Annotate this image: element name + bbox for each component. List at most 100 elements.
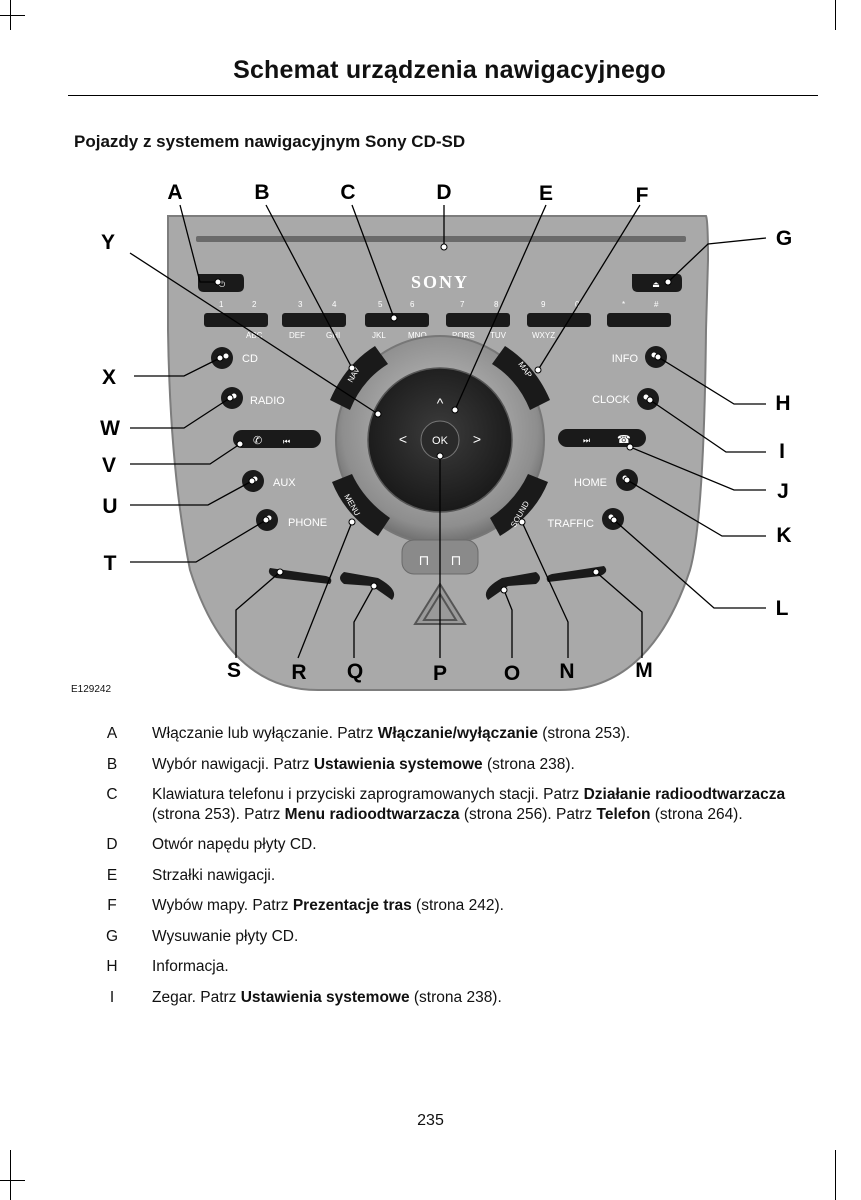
sony-logo: SONY [411,272,469,292]
media-phone-rocker[interactable]: ⏭ ☎ [558,429,646,447]
callout-o: O [504,662,520,685]
legend-key: A [106,725,118,742]
keypad-number: 9 [541,300,546,309]
arrow-up-icon[interactable]: ^ [437,395,444,411]
seek-forward-icon: ⏭ [583,436,590,445]
crop-mark [0,15,25,16]
keypad-letters: JKL [372,331,386,340]
legend-key: I [109,988,115,1006]
keypad-key-3-4[interactable] [282,313,346,327]
seek-back-icon: ⏮ [283,437,290,446]
callout-p: P [433,662,447,685]
keypad-number: 2 [252,300,257,309]
cross-reference: Włączanie/wyłączanie [377,725,538,742]
callout-a: A [167,181,182,204]
sound-button[interactable] [490,474,548,536]
callout-x: X [102,366,116,389]
eject-button[interactable]: ⏏ [632,274,682,292]
cd-slot [196,236,686,242]
traffic-label: TRAFFIC [548,518,594,530]
legend-text: Zegar. Patrz [152,988,241,1006]
callout-t: T [104,552,117,575]
keypad-number: 7 [460,300,465,309]
legend-entry: E Strzałki nawigacji. [98,866,818,886]
legend-entry: I Zegar. Patrz Ustawienia systemowe (stro… [98,988,818,1008]
leader-dots [214,243,672,594]
legend-key: C [106,786,118,803]
crop-mark [10,1150,11,1200]
keypad-key-1-2[interactable] [204,313,268,327]
map-button[interactable] [492,346,550,410]
arrow-left-icon[interactable]: < [399,431,407,447]
callout-e: E [539,182,553,205]
callout-v: V [102,454,116,477]
cross-reference: Ustawienia systemowe [313,755,483,773]
legend-description: Strzałki nawigacji. [126,866,818,886]
nav-button[interactable] [330,346,388,410]
legend-text: Otwór napędu płyty CD. [152,836,317,853]
page-header: Schemat urządzenia nawigacyjnego [68,56,818,85]
keypad-key-5-6[interactable] [365,313,429,327]
legend-entry: H Informacja. [98,957,818,977]
device-diagram: SONY ⏻ ⏏ 1 2 3 4 5 6 7 8 9 0 * # ABC DEF… [60,175,820,695]
callout-c: C [340,181,355,204]
clock-label: CLOCK [592,394,631,406]
legend-text: Wybór nawigacji. Patrz [152,755,314,773]
legend-description: Otwór napędu płyty CD. [126,835,818,855]
legend-key: H [106,958,118,975]
legend-text: (strona 238). [409,988,502,1006]
header-rule [68,95,818,96]
keypad-number: 4 [332,300,337,309]
callout-u: U [102,495,117,518]
keypad-number: 6 [410,300,415,309]
legend-description: Wybów mapy. Patrz Prezentacje tras (stro… [126,896,818,916]
phone-icon: ✆ [253,435,262,447]
lock-icon: ⊓ [451,552,462,568]
cross-reference: Działanie radioodtwarzacza [583,786,786,803]
phone-media-rocker[interactable]: ✆ ⏮ [233,430,321,448]
cross-reference: Menu radioodtwarzacza [284,805,460,823]
legend-text: (strona 253). Patrz [152,805,285,823]
legend-description: Informacja. [126,957,818,977]
keypad-key-9-0[interactable] [527,313,591,327]
callout-j: J [777,480,789,503]
callout-k: K [776,524,791,547]
arrow-right-icon[interactable]: > [473,431,481,447]
legend-text: Wysuwanie płyty CD. [152,927,299,945]
leader-lines [129,204,767,659]
keypad-letters: WXYZ [532,331,555,340]
unlock-icon: ⊓ [419,552,430,568]
callout-m: M [635,659,653,682]
keypad-key-7-8[interactable] [446,313,510,327]
soft-key-q[interactable] [340,572,395,600]
callout-b: B [254,181,269,204]
device-diagram-svg: SONY ⏻ ⏏ 1 2 3 4 5 6 7 8 9 0 * # ABC DEF… [100,181,792,691]
section-subtitle: Pojazdy z systemem nawigacyjnym Sony CD-… [74,132,466,151]
soft-key-m[interactable] [546,566,607,582]
legend-text: (strona 256). Patrz [459,805,597,823]
keypad-number: * [622,300,625,309]
legend-description: Zegar. Patrz Ustawienia systemowe (stron… [126,988,818,1008]
ok-label: OK [432,435,449,447]
soft-key-s[interactable] [268,568,332,584]
keypad-key-star-hash[interactable] [607,313,671,327]
callout-h: H [775,392,790,415]
callout-r: R [291,661,306,684]
cross-reference: Prezentacje tras [292,897,412,914]
callout-y: Y [101,231,115,254]
menu-button[interactable] [332,474,390,536]
page-title: Schemat urządzenia nawigacyjnego [233,56,666,84]
callout-i: I [779,440,785,463]
aux-label: AUX [273,477,296,489]
home-label: HOME [574,477,607,489]
crop-mark [835,1150,836,1200]
keypad-number: 1 [219,300,224,309]
legend-key: E [106,866,118,884]
soft-key-o[interactable] [485,572,540,600]
legend-text: (strona 238). [482,755,575,773]
callout-n: N [559,660,574,683]
legend-description: Wysuwanie płyty CD. [126,927,818,947]
